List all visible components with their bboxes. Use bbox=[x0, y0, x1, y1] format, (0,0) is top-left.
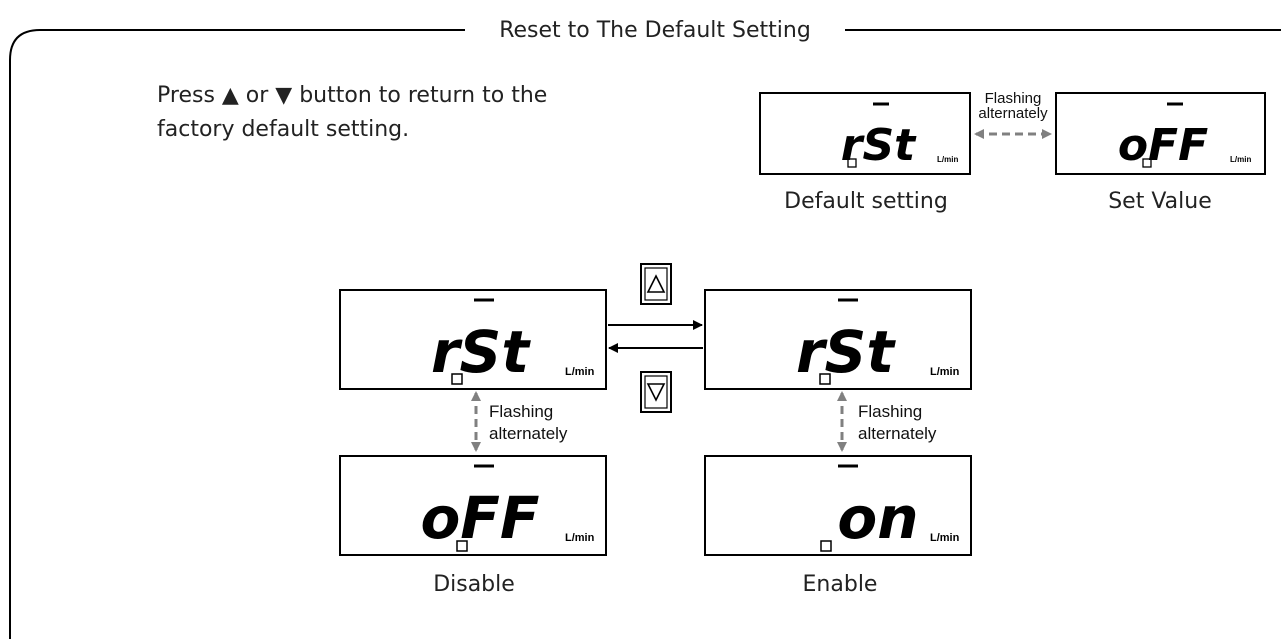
flashing-label-line-2: alternately bbox=[978, 105, 1048, 122]
indicator-icon bbox=[819, 373, 831, 385]
enable-display: on L/min bbox=[704, 455, 972, 556]
set-value-display: oFF L/min bbox=[1055, 92, 1266, 175]
caption-default-setting: Default setting bbox=[784, 189, 948, 214]
instruction-line-1: Press ▲ or ▼ button to return to the bbox=[157, 83, 547, 108]
flashing-label-line-1: Flashing bbox=[985, 90, 1042, 107]
triangle-up-icon bbox=[646, 274, 666, 293]
indicator-icon bbox=[1142, 158, 1152, 168]
display-readout: on bbox=[837, 484, 918, 552]
unit-label: L/min bbox=[565, 366, 595, 378]
display-readout: rSt bbox=[431, 318, 531, 386]
display-readout: oFF bbox=[1118, 120, 1208, 171]
indicator-icon bbox=[451, 373, 463, 385]
up-button[interactable] bbox=[640, 263, 672, 305]
unit-label: L/min bbox=[930, 366, 960, 378]
right-flashing-label-1: Flashing bbox=[858, 402, 922, 421]
caption-set-value: Set Value bbox=[1108, 189, 1212, 214]
disable-display: oFF L/min bbox=[339, 455, 607, 556]
caption-enable: Enable bbox=[803, 572, 878, 597]
down-button[interactable] bbox=[640, 371, 672, 413]
indicator-icon bbox=[820, 540, 832, 552]
unit-label: L/min bbox=[565, 532, 595, 544]
frame-border bbox=[9, 29, 1281, 639]
frame-title: Reset to The Default Setting bbox=[499, 18, 811, 43]
caption-disable: Disable bbox=[433, 572, 515, 597]
default-setting-display: rSt L/min bbox=[759, 92, 971, 175]
left-rst-display: rSt L/min bbox=[339, 289, 607, 390]
left-flashing-label-2: alternately bbox=[489, 424, 568, 443]
unit-label: L/min bbox=[930, 532, 960, 544]
display-readout: rSt bbox=[841, 120, 917, 171]
indicator-icon bbox=[847, 158, 857, 168]
indicator-icon bbox=[456, 540, 468, 552]
unit-label: L/min bbox=[1230, 155, 1251, 164]
instruction-line-2: factory default setting. bbox=[157, 117, 409, 142]
right-rst-display: rSt L/min bbox=[704, 289, 972, 390]
left-flashing-label-1: Flashing bbox=[489, 402, 553, 421]
display-readout: rSt bbox=[796, 318, 896, 386]
triangle-down-icon bbox=[646, 383, 666, 402]
right-flashing-label-2: alternately bbox=[858, 424, 937, 443]
unit-label: L/min bbox=[937, 155, 958, 164]
display-readout: oFF bbox=[420, 484, 539, 552]
